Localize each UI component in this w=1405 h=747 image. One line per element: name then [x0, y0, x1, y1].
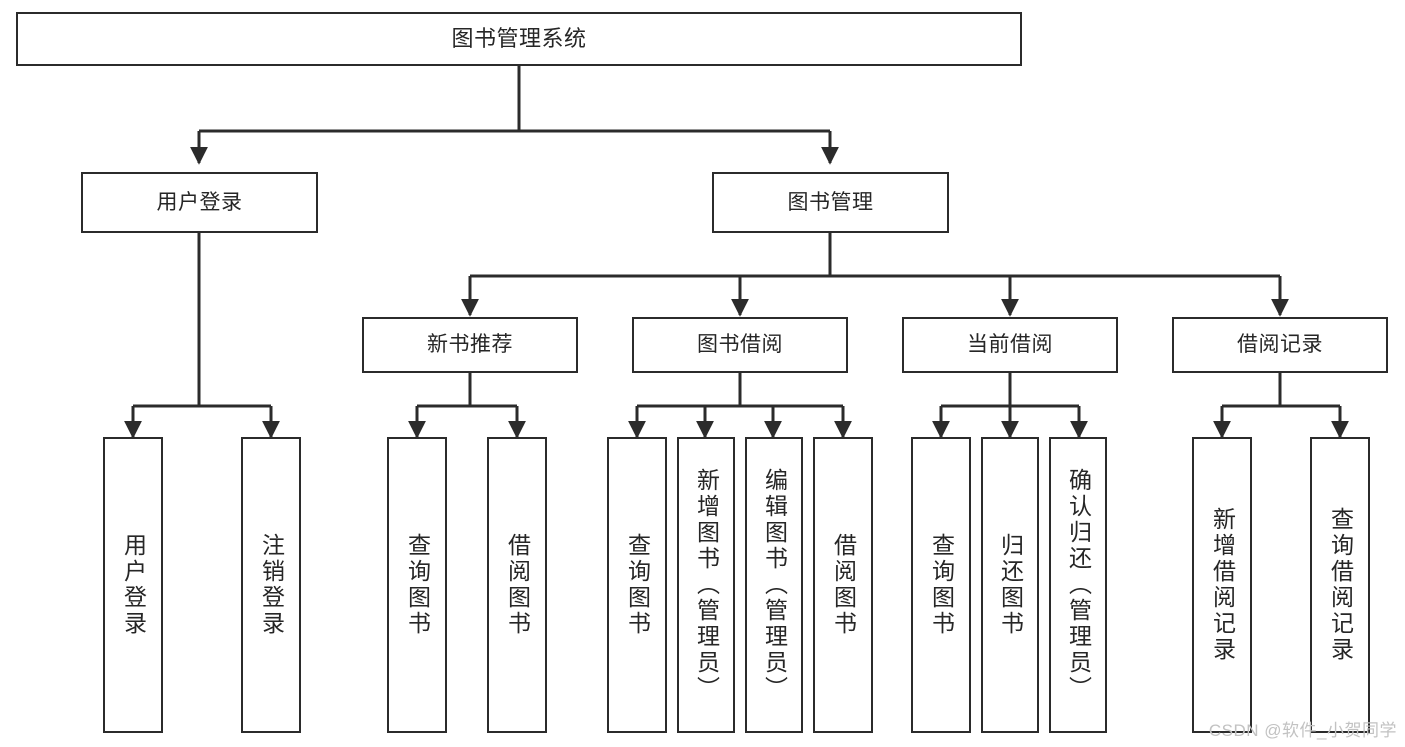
leaf-book-borrow-lend[interactable]: 借阅图书	[813, 437, 873, 733]
leaf-label: 查询图书	[928, 533, 955, 637]
leaf-label: 查询图书	[624, 533, 651, 637]
leaf-borrow-record-add[interactable]: 新增借阅记录	[1192, 437, 1252, 733]
leaf-label: 用户登录	[120, 533, 147, 637]
leaf-current-borrow-confirm-return[interactable]: 确认归还（管理员）	[1049, 437, 1107, 733]
leaf-new-book-query[interactable]: 查询图书	[387, 437, 447, 733]
leaf-label: 编辑图书（管理员）	[761, 468, 788, 702]
node-book-borrow-label: 图书借阅	[697, 333, 783, 357]
node-book-borrow[interactable]: 图书借阅	[632, 317, 848, 373]
node-current-borrow-label: 当前借阅	[967, 333, 1053, 357]
leaf-new-book-borrow[interactable]: 借阅图书	[487, 437, 547, 733]
leaf-label: 借阅图书	[830, 533, 857, 637]
node-current-borrow[interactable]: 当前借阅	[902, 317, 1118, 373]
leaf-label: 归还图书	[997, 533, 1024, 637]
node-new-book-recommend[interactable]: 新书推荐	[362, 317, 578, 373]
node-root[interactable]: 图书管理系统	[16, 12, 1022, 66]
node-new-book-recommend-label: 新书推荐	[427, 333, 513, 357]
node-root-label: 图书管理系统	[451, 25, 587, 51]
leaf-label: 新增图书（管理员）	[693, 468, 720, 702]
leaf-label: 查询借阅记录	[1327, 507, 1354, 663]
leaf-book-borrow-edit[interactable]: 编辑图书（管理员）	[745, 437, 803, 733]
leaf-label: 查询图书	[404, 533, 431, 637]
leaf-user-login-signout[interactable]: 注销登录	[241, 437, 301, 733]
watermark: CSDN @软件_小贺同学	[1208, 721, 1397, 740]
leaf-borrow-record-query[interactable]: 查询借阅记录	[1310, 437, 1370, 733]
node-borrow-record[interactable]: 借阅记录	[1172, 317, 1388, 373]
node-book-management[interactable]: 图书管理	[712, 172, 949, 233]
leaf-current-borrow-query[interactable]: 查询图书	[911, 437, 971, 733]
leaf-label: 借阅图书	[504, 533, 531, 637]
node-user-login-label: 用户登录	[156, 190, 243, 214]
node-user-login[interactable]: 用户登录	[81, 172, 318, 233]
leaf-book-borrow-add[interactable]: 新增图书（管理员）	[677, 437, 735, 733]
node-borrow-record-label: 借阅记录	[1237, 333, 1323, 357]
leaf-label: 确认归还（管理员）	[1065, 468, 1092, 702]
leaf-user-login-signin[interactable]: 用户登录	[103, 437, 163, 733]
node-book-management-label: 图书管理	[787, 190, 874, 214]
leaf-current-borrow-return[interactable]: 归还图书	[981, 437, 1039, 733]
leaf-label: 新增借阅记录	[1209, 507, 1236, 663]
leaf-book-borrow-query[interactable]: 查询图书	[607, 437, 667, 733]
leaf-label: 注销登录	[258, 533, 285, 637]
